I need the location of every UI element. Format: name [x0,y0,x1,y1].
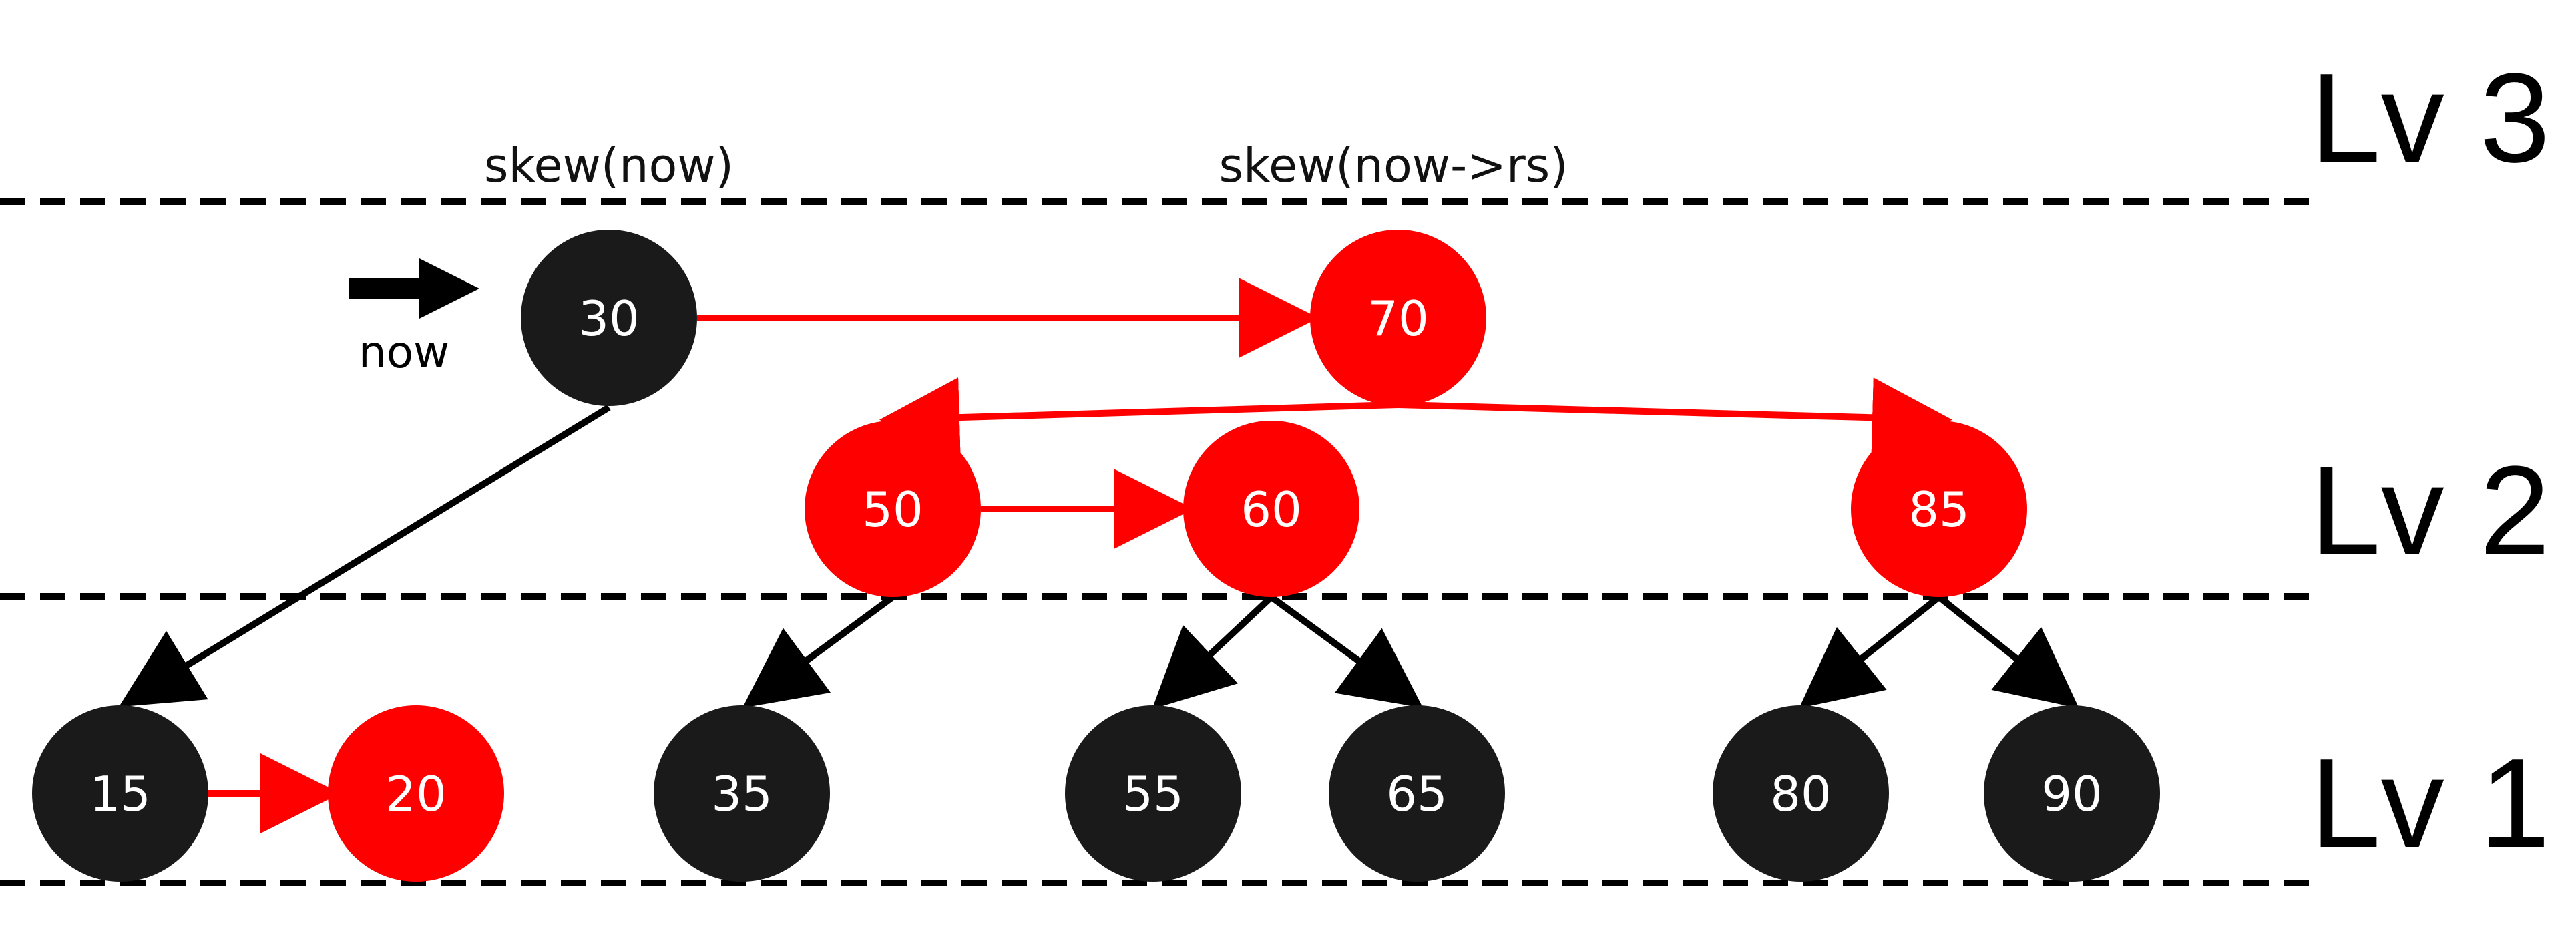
edge-85-80 [1799,594,1942,709]
node-circle-85 [1851,421,2027,597]
edge-70-85 [1398,377,1952,458]
node-label-55: 55 [1122,766,1184,822]
node-label-30: 30 [578,291,640,347]
tree-node-35: 35 [654,705,830,882]
node-label-20: 20 [385,766,447,822]
node-circle-55 [1065,705,1241,882]
edge-60-55 [1152,594,1274,709]
node-label-80: 80 [1770,766,1832,822]
node-label-90: 90 [2041,766,2103,822]
level-label-lv1: Lv 1 [2310,733,2550,874]
tree-node-70: 70 [1310,230,1486,406]
tree-node-65: 65 [1329,705,1505,882]
node-circle-50 [805,421,981,597]
tree-node-60: 60 [1183,421,1359,597]
tree-node-20: 20 [328,705,504,882]
now-pointer: now [349,258,479,378]
node-circle-15 [32,705,208,882]
node-circle-30 [521,230,697,406]
node-circle-90 [1984,705,2160,882]
node-circle-60 [1183,421,1359,597]
tree-node-90: 90 [1984,705,2160,882]
tree-node-30: 30 [521,230,697,406]
edges-layer [118,278,2079,833]
edge-60-65 [1269,594,1424,708]
level-label-lv3: Lv 3 [2310,47,2550,189]
edge-70-50 [879,377,1399,458]
right-arrow-icon [349,258,479,319]
tree-node-80: 80 [1713,705,1889,882]
node-circle-80 [1713,705,1889,882]
nodes-layer: 30 70 50 60 85 15 20 35 55 65 80 90 [32,230,2160,882]
node-label-15: 15 [89,766,151,822]
node-label-70: 70 [1367,291,1429,347]
node-label-65: 65 [1386,766,1448,822]
node-circle-35 [654,705,830,882]
node-circle-65 [1329,705,1505,882]
node-circle-70 [1310,230,1486,406]
tree-node-15: 15 [32,705,208,882]
edge-50-35 [742,594,895,708]
operation-label-skew-now-rs: skew(now->rs) [1219,138,1568,193]
tree-node-85: 85 [1851,421,2027,597]
operation-label-skew-now: skew(now) [484,138,734,193]
node-label-85: 85 [1908,482,1970,538]
now-pointer-label: now [359,327,449,378]
edge-85-90 [1936,594,2079,709]
edge-30-15 [118,404,611,707]
tree-node-50: 50 [805,421,981,597]
node-label-50: 50 [862,482,923,538]
node-label-60: 60 [1241,482,1302,538]
level-label-lv2: Lv 2 [2310,440,2550,582]
node-label-35: 35 [711,766,773,822]
tree-node-55: 55 [1065,705,1241,882]
node-circle-20 [328,705,504,882]
